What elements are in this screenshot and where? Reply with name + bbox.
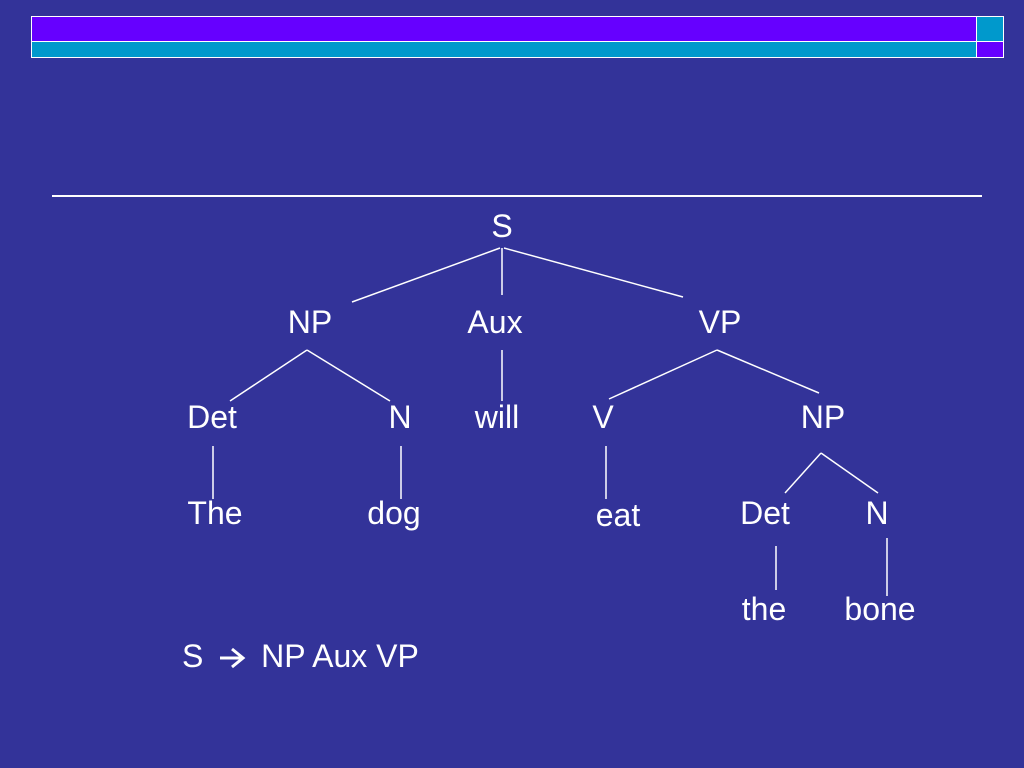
title-divider [52, 195, 982, 197]
leaf-will: will [474, 399, 520, 435]
header-square-teal [977, 16, 1004, 42]
header-bar-teal [31, 42, 977, 58]
leaf-eat: eat [595, 497, 641, 533]
rule-rhs: NP Aux VP [261, 638, 419, 674]
node-v: V [592, 399, 614, 435]
leaf-bone: bone [844, 591, 916, 627]
edge-np-n [306, 349, 391, 402]
right-arrow-icon [218, 641, 248, 677]
edge-s-vp [503, 247, 684, 298]
leaf-the: The [187, 495, 243, 531]
leaf-dog: dog [367, 495, 421, 531]
edge-np2-n [820, 452, 879, 494]
edge-np-det [229, 349, 308, 402]
header-square-purple [977, 42, 1004, 58]
node-vp: VP [698, 304, 742, 340]
node-np-object: NP [800, 399, 846, 435]
edge-np2-det [784, 452, 822, 494]
node-n-object: N [865, 495, 889, 531]
node-det: Det [187, 399, 237, 435]
production-rule: S NP Aux VP [182, 638, 419, 677]
node-s: S [491, 208, 513, 244]
header-bar-purple [31, 16, 977, 42]
node-n: N [388, 399, 412, 435]
edge-vp-np [716, 349, 820, 394]
node-det-object: Det [740, 495, 790, 531]
leaf-the-object: the [741, 591, 787, 627]
edge-vp-v [608, 349, 718, 400]
edge-s-np [351, 247, 501, 303]
rule-lhs: S [182, 638, 204, 674]
node-aux: Aux [467, 304, 523, 340]
node-np: NP [287, 304, 333, 340]
